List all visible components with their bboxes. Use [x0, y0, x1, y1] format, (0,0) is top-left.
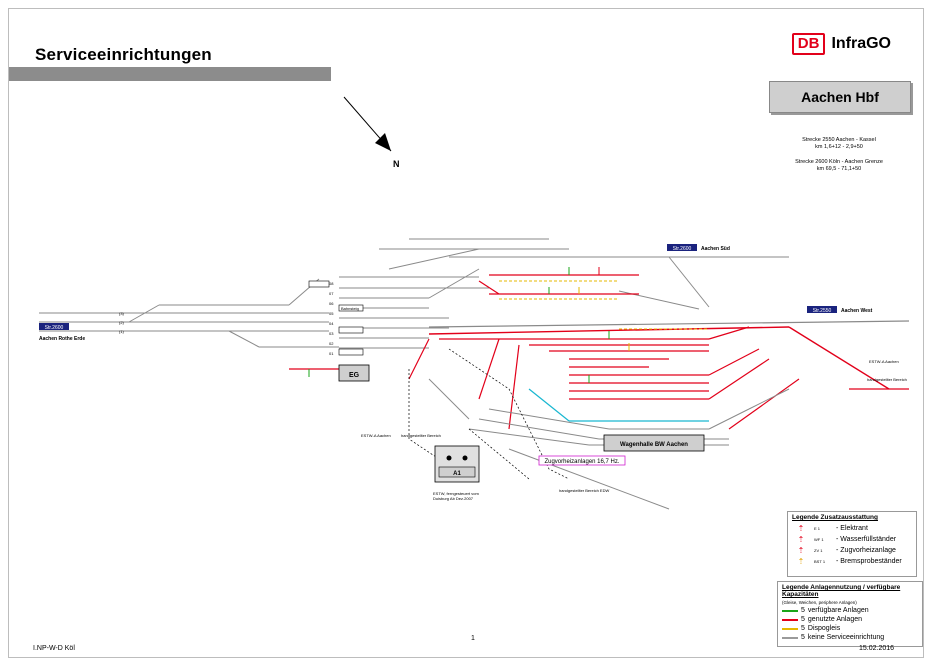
legend-usage-label: Dispogleis	[807, 625, 841, 632]
wagenhalle-building: Wagenhalle BW Aachen	[603, 434, 705, 452]
route-2550-info: Strecke 2550 Aachen - Kassel km 1,6+12 -…	[764, 137, 914, 151]
legend-usage-item: 5 verfügbare Anlagen	[782, 606, 918, 615]
aachen-rothe-erde-label: Aachen Rothe Erde	[39, 336, 85, 342]
track-label-1: (1)	[119, 329, 125, 334]
db-logo-mark: DB	[791, 33, 826, 55]
swatch-none	[782, 636, 798, 639]
preheat-icon: ⇡	[797, 546, 805, 555]
estw-ferngesteuert-line1: ESTW, ferngesteuert vom	[433, 491, 479, 496]
route-2600-km: km 69,5 - 71,1+50	[816, 166, 862, 172]
preheat-track	[528, 388, 709, 422]
legend-equipment-label: - Elektrant	[836, 525, 868, 532]
handgestellter-bereich-edw: handgestellter Bereich EDW	[559, 488, 609, 493]
footer-page-number: 1	[471, 635, 475, 642]
hydrant-icon: ⇡	[797, 524, 805, 533]
svg-text:Str.2550: Str.2550	[813, 308, 832, 314]
legend-usage-item: 5 genutzte Anlagen	[782, 615, 918, 624]
track-number-03: 03	[329, 331, 334, 336]
track-number-07: 07	[329, 291, 334, 296]
legend-usage-num: 5	[801, 634, 805, 641]
route-2550-km: km 1,6+12 - 2,9+50	[815, 144, 863, 150]
station-name-box: Aachen Hbf	[769, 81, 911, 113]
legend-equipment-item: ⇡ ZV 1 - Zugvorheizanlage	[792, 545, 912, 556]
swatch-available	[782, 609, 798, 612]
track-label-2: (2)	[119, 320, 125, 325]
handgestellter-bereich-right: handgestellter Bereich	[867, 377, 907, 382]
svg-text:EG: EG	[349, 372, 360, 379]
track-number-06: 06	[329, 301, 334, 306]
track-plan: N	[39, 96, 910, 510]
str2550-box: Str.2550	[807, 306, 837, 314]
estw-a-aachen-left: ESTW-A Aachen	[361, 433, 391, 438]
legend-usage: Legende Anlagennutzung / verfügbare Kapa…	[777, 581, 923, 647]
platforms	[308, 280, 364, 356]
estw-a-aachen-right: ESTW-A Aachen	[869, 359, 899, 364]
aachen-west-label: Aachen West	[841, 308, 873, 314]
approach-tracks-left	[39, 278, 339, 348]
water-filler-icon: ⇡	[797, 535, 805, 544]
eg-building: EG	[338, 364, 370, 382]
legend-equipment-code: BST 1	[814, 559, 826, 564]
track-number-04: 04	[329, 321, 334, 326]
legend-equipment-item: ⇡ BST 1 - Bremsprobeständer	[792, 556, 912, 567]
page-title: Serviceeinrichtungen	[35, 45, 212, 64]
legend-usage-subtitle: (Gleise, Weichen, periphere Anlagen)	[782, 600, 857, 605]
footer-date: 15.02.2016	[859, 645, 895, 652]
handgestellter-bereich-left: handgestellter Bereich	[401, 433, 441, 438]
track-number-05: 05	[329, 311, 334, 316]
track-label-3: (3)	[119, 311, 125, 316]
brake-test-icon: ⇡	[797, 557, 805, 566]
route-2550-name: Strecke 2550 Aachen - Kassel	[802, 137, 876, 143]
legend-usage-label: genutzte Anlagen	[807, 616, 863, 623]
svg-text:A1: A1	[453, 471, 461, 477]
legend-equipment-item: ⇡ E 1 - Elektrant	[792, 523, 912, 534]
legend-equipment-code: ZV 1	[814, 548, 823, 553]
legend-usage-num: 5	[801, 625, 805, 632]
legend-usage-item: 5 Dispogleis	[782, 624, 918, 633]
legend-equipment-item: ⇡ WF 1 - Wasserfüllständer	[792, 534, 912, 545]
legend-usage-num: 5	[801, 616, 805, 623]
track-number-08: 08	[329, 281, 334, 286]
legend-usage-item: 5 keine Serviceeinrichtung	[782, 633, 918, 642]
zugvorheiz-label: Zugvorheizanlagen 16,7 Hz.	[538, 455, 626, 466]
legend-usage-label: verfügbare Anlagen	[807, 607, 869, 614]
platform-label: Bahnsteig	[341, 306, 359, 311]
legend-usage-num: 5	[801, 607, 805, 614]
legend-equipment-label: - Wasserfüllständer	[836, 536, 897, 543]
estw-ferngesteuert-line2: Duisburg Ab Dez.2007	[433, 496, 474, 501]
legend-equipment: Legende Zusatzausstattung ⇡ E 1 - Elektr…	[787, 511, 917, 577]
aachen-sued-label: Aachen Süd	[701, 246, 730, 252]
legend-equipment-code: WF 1	[814, 537, 824, 542]
legend-equipment-code: E 1	[814, 526, 821, 531]
main-line-west	[428, 320, 910, 390]
swatch-used	[782, 618, 798, 621]
swatch-dispo	[782, 627, 798, 630]
used-tracks	[289, 274, 909, 430]
svg-text:Str.2600: Str.2600	[45, 325, 64, 331]
db-infrago-logo: DB InfraGO	[791, 33, 891, 55]
track-number-02: 02	[329, 341, 334, 346]
svg-text:Wagenhalle BW Aachen: Wagenhalle BW Aachen	[620, 442, 688, 448]
legend-usage-title: Legende Anlagennutzung / verfügbare Kapa…	[782, 584, 901, 598]
legend-usage-label: keine Serviceeinrichtung	[807, 634, 885, 641]
track-number-01: 01	[329, 351, 334, 356]
svg-text:Zugvorheizanlagen 16,7 Hz.: Zugvorheizanlagen 16,7 Hz.	[544, 459, 619, 465]
route-2600-info: Strecke 2600 Köln - Aachen Grenze km 69,…	[764, 159, 914, 173]
north-label: N	[393, 159, 400, 169]
str2600-right-box: Str.2600	[667, 244, 697, 252]
equipment-markers	[308, 267, 709, 383]
a1-building: A1	[434, 445, 480, 483]
document-page: Serviceeinrichtungen DB InfraGO Aachen H…	[8, 8, 924, 658]
legend-equipment-label: - Zugvorheizanlage	[836, 547, 896, 554]
title-underline-bar	[9, 67, 331, 81]
svg-text:Str.2600: Str.2600	[673, 246, 692, 252]
route-2600-name: Strecke 2600 Köln - Aachen Grenze	[795, 159, 883, 165]
footer-department: I.NP-W-D Köl	[33, 645, 75, 652]
legend-equipment-label: - Bremsprobeständer	[836, 558, 902, 565]
north-arrow-icon: N	[343, 96, 400, 169]
handset-area-boundaries	[408, 348, 570, 480]
str2600-left-box: Str.2600	[39, 323, 69, 331]
infrago-wordmark: InfraGO	[831, 35, 891, 52]
legend-equipment-title: Legende Zusatzausstattung	[792, 514, 878, 521]
